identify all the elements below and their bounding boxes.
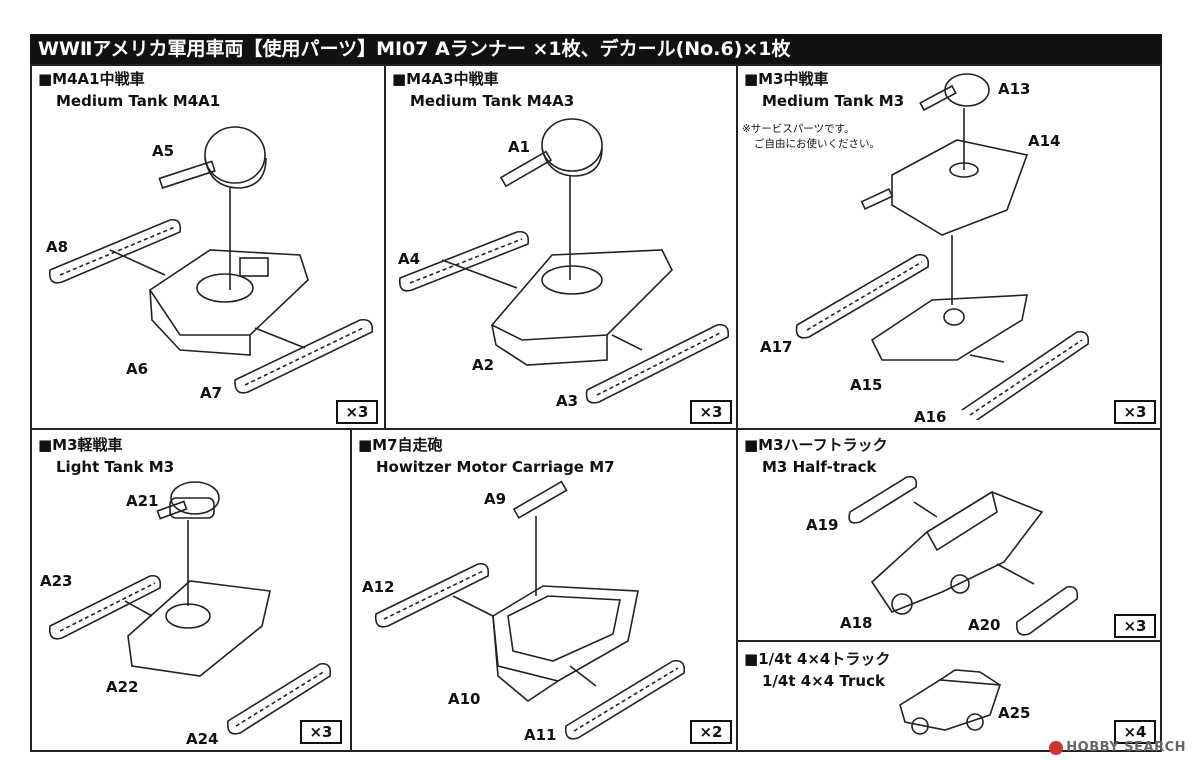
- m4a1-exploded-drawing: [48, 126, 374, 394]
- part-label: A18: [840, 614, 873, 632]
- part-label: A17: [760, 338, 793, 356]
- halftrack-exploded-drawing: [848, 475, 1079, 636]
- quantity-badge: ×3: [336, 400, 378, 424]
- part-label: A12: [362, 578, 395, 596]
- m3-light-exploded-drawing: [48, 481, 332, 735]
- section-title: ■M3軽戦車: [38, 436, 123, 454]
- part-label: A13: [998, 80, 1031, 98]
- section-title: ■M3中戦車: [744, 70, 829, 88]
- part-label: A25: [998, 704, 1031, 722]
- service-parts-note: ※サービスパーツです。: [742, 123, 855, 135]
- quantity-badge: ×4: [1114, 720, 1156, 744]
- section-subtitle: Light Tank M3: [56, 458, 175, 476]
- part-label: A1: [508, 138, 531, 156]
- col-divider-top-1: [384, 64, 386, 430]
- m3-medium-exploded-drawing: [795, 73, 1090, 420]
- hobby-search-logo-icon: [1049, 740, 1064, 755]
- section-title: ■1/4t 4×4トラック: [744, 650, 891, 668]
- section-subtitle: Howitzer Motor Carriage M7: [376, 458, 615, 476]
- part-label: A4: [398, 250, 421, 268]
- row-divider: [30, 428, 1162, 430]
- m4a3-exploded-drawing: [398, 118, 730, 404]
- part-label: A15: [850, 376, 883, 394]
- quantity-badge: ×3: [690, 400, 732, 424]
- section-subtitle: Medium Tank M4A3: [410, 92, 575, 110]
- part-label: A24: [186, 730, 219, 748]
- part-label: A3: [556, 392, 579, 410]
- col-divider-bottom-2: [736, 428, 738, 752]
- part-label: A16: [914, 408, 947, 426]
- part-label: A6: [126, 360, 149, 378]
- part-label: A20: [968, 616, 1001, 634]
- quantity-badge: ×3: [300, 720, 342, 744]
- part-label: A23: [40, 572, 73, 590]
- quantity-badge: ×3: [1114, 400, 1156, 424]
- parts-grid-frame: [30, 64, 1162, 752]
- section-title: ■M4A3中戦車: [392, 70, 499, 88]
- section-subtitle: M3 Half-track: [762, 458, 877, 476]
- service-parts-note: ご自由にお使いください。: [754, 138, 880, 150]
- part-label: A19: [806, 516, 839, 534]
- part-label: A14: [1028, 132, 1061, 150]
- section-subtitle: Medium Tank M3: [762, 92, 905, 110]
- m7-exploded-drawing: [374, 480, 686, 740]
- part-label: A8: [46, 238, 69, 256]
- part-label: A11: [524, 726, 557, 744]
- col-divider-bottom-1: [350, 428, 352, 752]
- part-label: A21: [126, 492, 159, 510]
- part-label: A9: [484, 490, 507, 508]
- quantity-badge: ×3: [1114, 614, 1156, 638]
- section-title: ■M3ハーフトラック: [744, 436, 888, 454]
- sheet-header: WWⅡアメリカ軍用車両【使用パーツ】MI07 Aランナー ×1枚、デカール(No…: [30, 34, 1162, 64]
- part-label: A5: [152, 142, 175, 160]
- quantity-badge: ×2: [690, 720, 732, 744]
- section-title: ■M4A1中戦車: [38, 70, 145, 88]
- truck-drawing: [899, 669, 1002, 735]
- section-title: ■M7自走砲: [358, 436, 443, 454]
- section-subtitle: 1/4t 4×4 Truck: [762, 672, 885, 690]
- watermark-text: HOBBY SEARCH: [1066, 740, 1186, 755]
- part-label: A22: [106, 678, 139, 696]
- part-label: A7: [200, 384, 223, 402]
- section-subtitle: Medium Tank M4A1: [56, 92, 221, 110]
- part-label: A2: [472, 356, 495, 374]
- col-divider-top-2: [736, 64, 738, 430]
- watermark: HOBBY SEARCH: [1049, 740, 1186, 755]
- right-cell-divider: [736, 640, 1162, 642]
- part-label: A10: [448, 690, 481, 708]
